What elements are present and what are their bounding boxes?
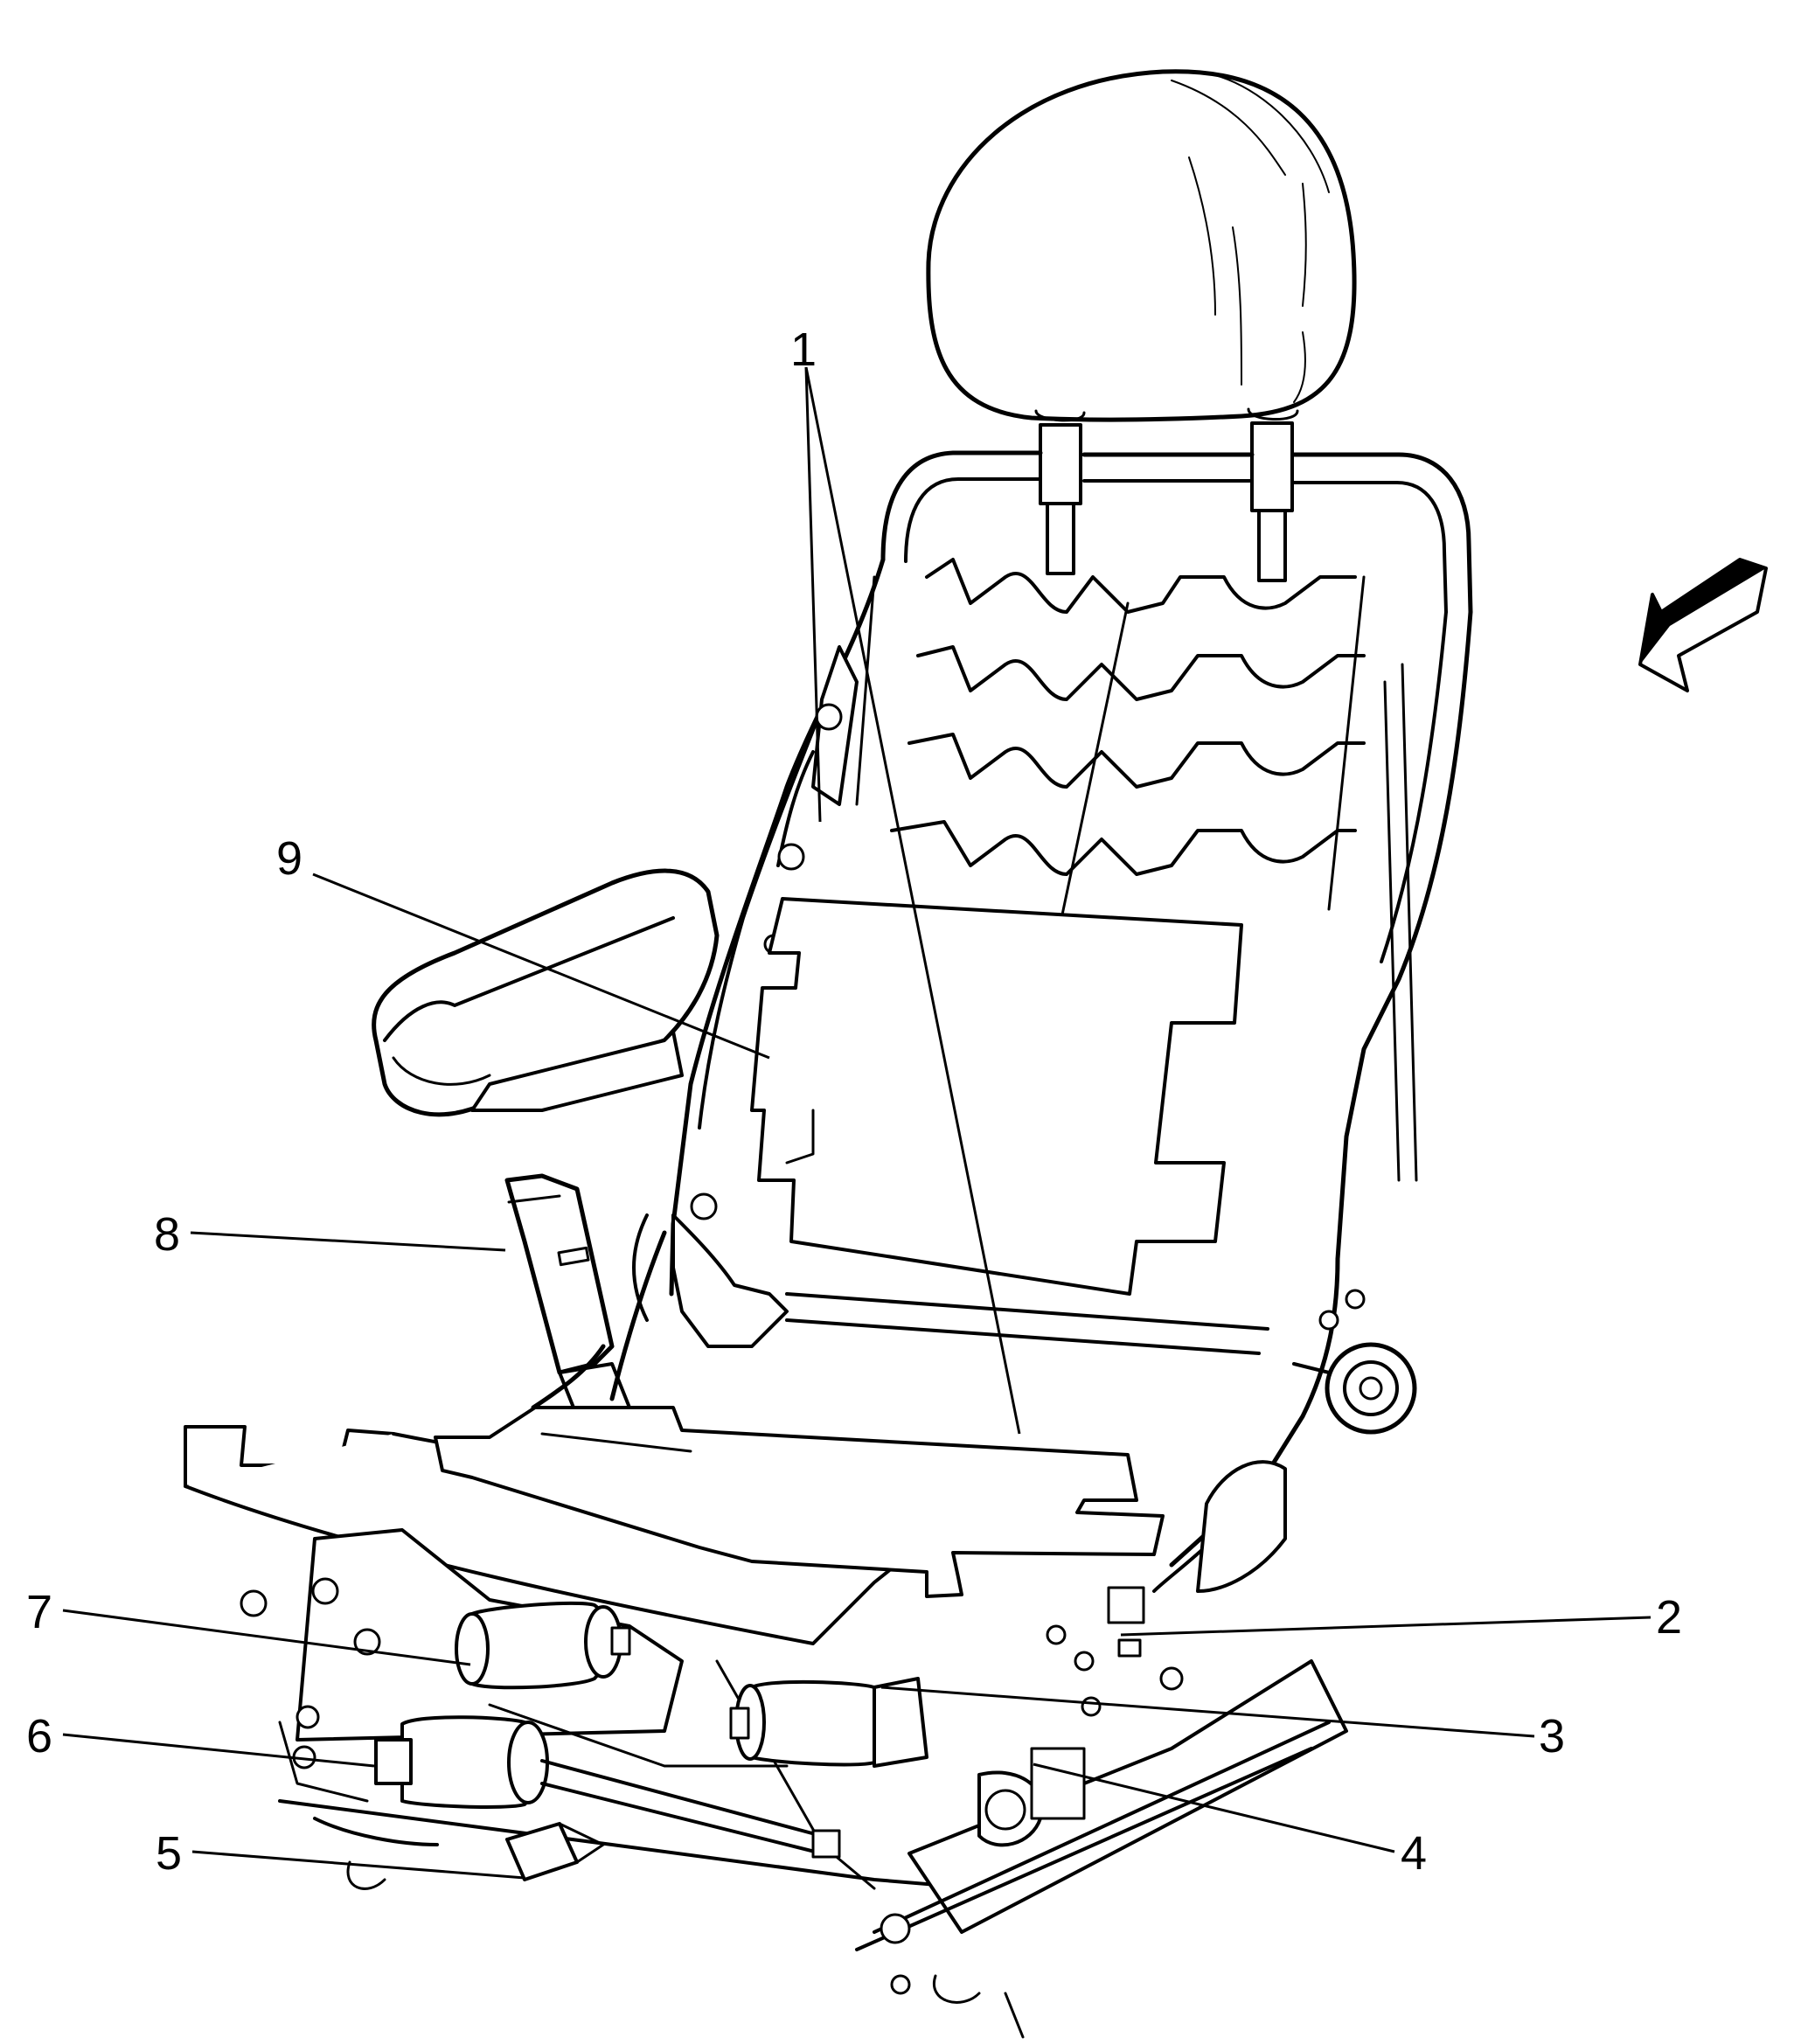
leader-7 [62,1609,471,1666]
armrest [372,868,720,1117]
callout-1: 1 [790,323,817,376]
leader-1a [804,366,822,823]
leader-8 [190,1231,506,1252]
seat-back-mat [750,897,1243,1296]
leader-lines [62,366,1652,1880]
leader-5 [191,1850,525,1880]
headrest [926,69,1357,422]
headrest-posts [1039,421,1294,582]
seat-back-springs [855,558,1366,937]
leader-4 [1033,1762,1395,1853]
callout-4: 4 [1401,1827,1427,1880]
leader-9 [312,873,770,1060]
callout-6: 6 [26,1710,52,1762]
leader-2 [1120,1616,1652,1637]
callout-labels: 1 2 3 4 5 6 7 8 9 [26,323,1682,1880]
seat-back-frame [669,450,1473,1297]
callout-8: 8 [154,1208,180,1261]
callout-3: 3 [1539,1710,1565,1762]
seat-cushion-frame [184,1192,1417,1645]
callout-5: 5 [156,1827,182,1880]
leader-6 [62,1733,375,1768]
seat-adjuster-assembly [240,1528,1348,2039]
callout-9: 9 [276,832,302,885]
callout-2: 2 [1656,1591,1682,1644]
leader-1b [804,366,1021,1435]
leader-3 [880,1686,1535,1738]
front-direction-arrow-icon [1638,558,1768,692]
callout-7: 7 [26,1586,52,1638]
